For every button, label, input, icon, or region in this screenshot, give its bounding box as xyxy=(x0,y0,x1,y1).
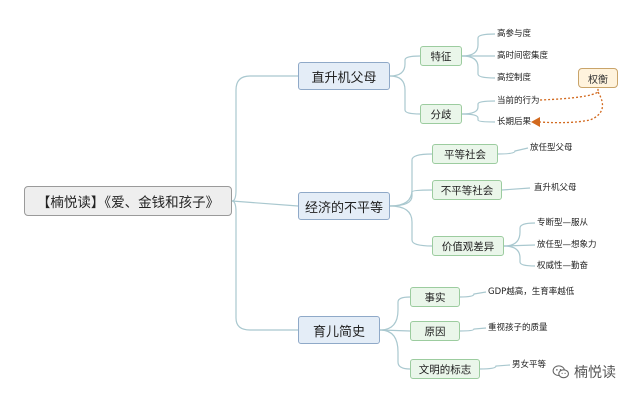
node-reasons[interactable]: 原因 xyxy=(410,321,460,341)
node-label: 特征 xyxy=(430,50,452,63)
node-features[interactable]: 特征 xyxy=(420,46,462,66)
node-civilization-sign[interactable]: 文明的标志 xyxy=(410,359,480,379)
root-label: 【楠悦读】《爱、金钱和孩子》 xyxy=(36,195,220,211)
leaf-helicopter-parents: 直升机父母 xyxy=(534,183,577,193)
leaf-child-quality: 重视孩子的质量 xyxy=(488,323,548,333)
node-label: 事实 xyxy=(424,291,446,304)
node-value-differences[interactable]: 价值观差异 xyxy=(432,236,504,256)
node-divergence[interactable]: 分歧 xyxy=(420,104,462,124)
node-label: 文明的标志 xyxy=(418,363,472,376)
leaf-current-behavior: 当前的行为 xyxy=(497,96,540,106)
leaf-high-control: 高控制度 xyxy=(497,73,532,83)
leaf-long-term-result: 长期后果 xyxy=(497,117,532,127)
branch-label: 育儿简史 xyxy=(312,324,365,340)
branch-helicopter-parents[interactable]: 直升机父母 xyxy=(298,62,390,90)
callout-label: 权衡 xyxy=(588,74,608,86)
node-label: 原因 xyxy=(424,325,446,338)
leaf-permissive-parents: 放任型父母 xyxy=(530,143,573,153)
node-label: 平等社会 xyxy=(444,148,486,161)
node-equal-society[interactable]: 平等社会 xyxy=(432,144,498,164)
node-label: 价值观差异 xyxy=(441,240,495,253)
leaf-authoritative-diligence: 权威性—勤奋 xyxy=(537,261,589,271)
wechat-icon xyxy=(552,365,569,379)
node-unequal-society[interactable]: 不平等社会 xyxy=(432,180,502,200)
leaf-high-participation: 高参与度 xyxy=(497,29,532,39)
leaf-authoritarian-obedience: 专断型—服从 xyxy=(537,218,589,228)
node-label: 不平等社会 xyxy=(440,184,494,197)
watermark-text: 楠悦读 xyxy=(574,365,616,381)
node-facts[interactable]: 事实 xyxy=(410,287,460,307)
branch-label: 直升机父母 xyxy=(311,70,377,86)
branch-economic-inequality[interactable]: 经济的不平等 xyxy=(298,192,390,220)
leaf-permissive-imagination: 放任型—想象力 xyxy=(537,240,597,250)
node-label: 分歧 xyxy=(430,108,452,121)
branch-parenting-history[interactable]: 育儿简史 xyxy=(298,316,380,344)
branch-label: 经济的不平等 xyxy=(304,200,383,216)
root-node[interactable]: 【楠悦读】《爱、金钱和孩子》 xyxy=(24,186,232,216)
callout-tradeoff[interactable]: 权衡 xyxy=(578,68,618,88)
leaf-gdp-fertility: GDP越高，生育率越低 xyxy=(488,287,575,297)
leaf-high-time-intensity: 高时间密集度 xyxy=(497,51,549,61)
leaf-gender-equality: 男女平等 xyxy=(512,360,547,370)
watermark: 楠悦读 xyxy=(552,362,616,382)
